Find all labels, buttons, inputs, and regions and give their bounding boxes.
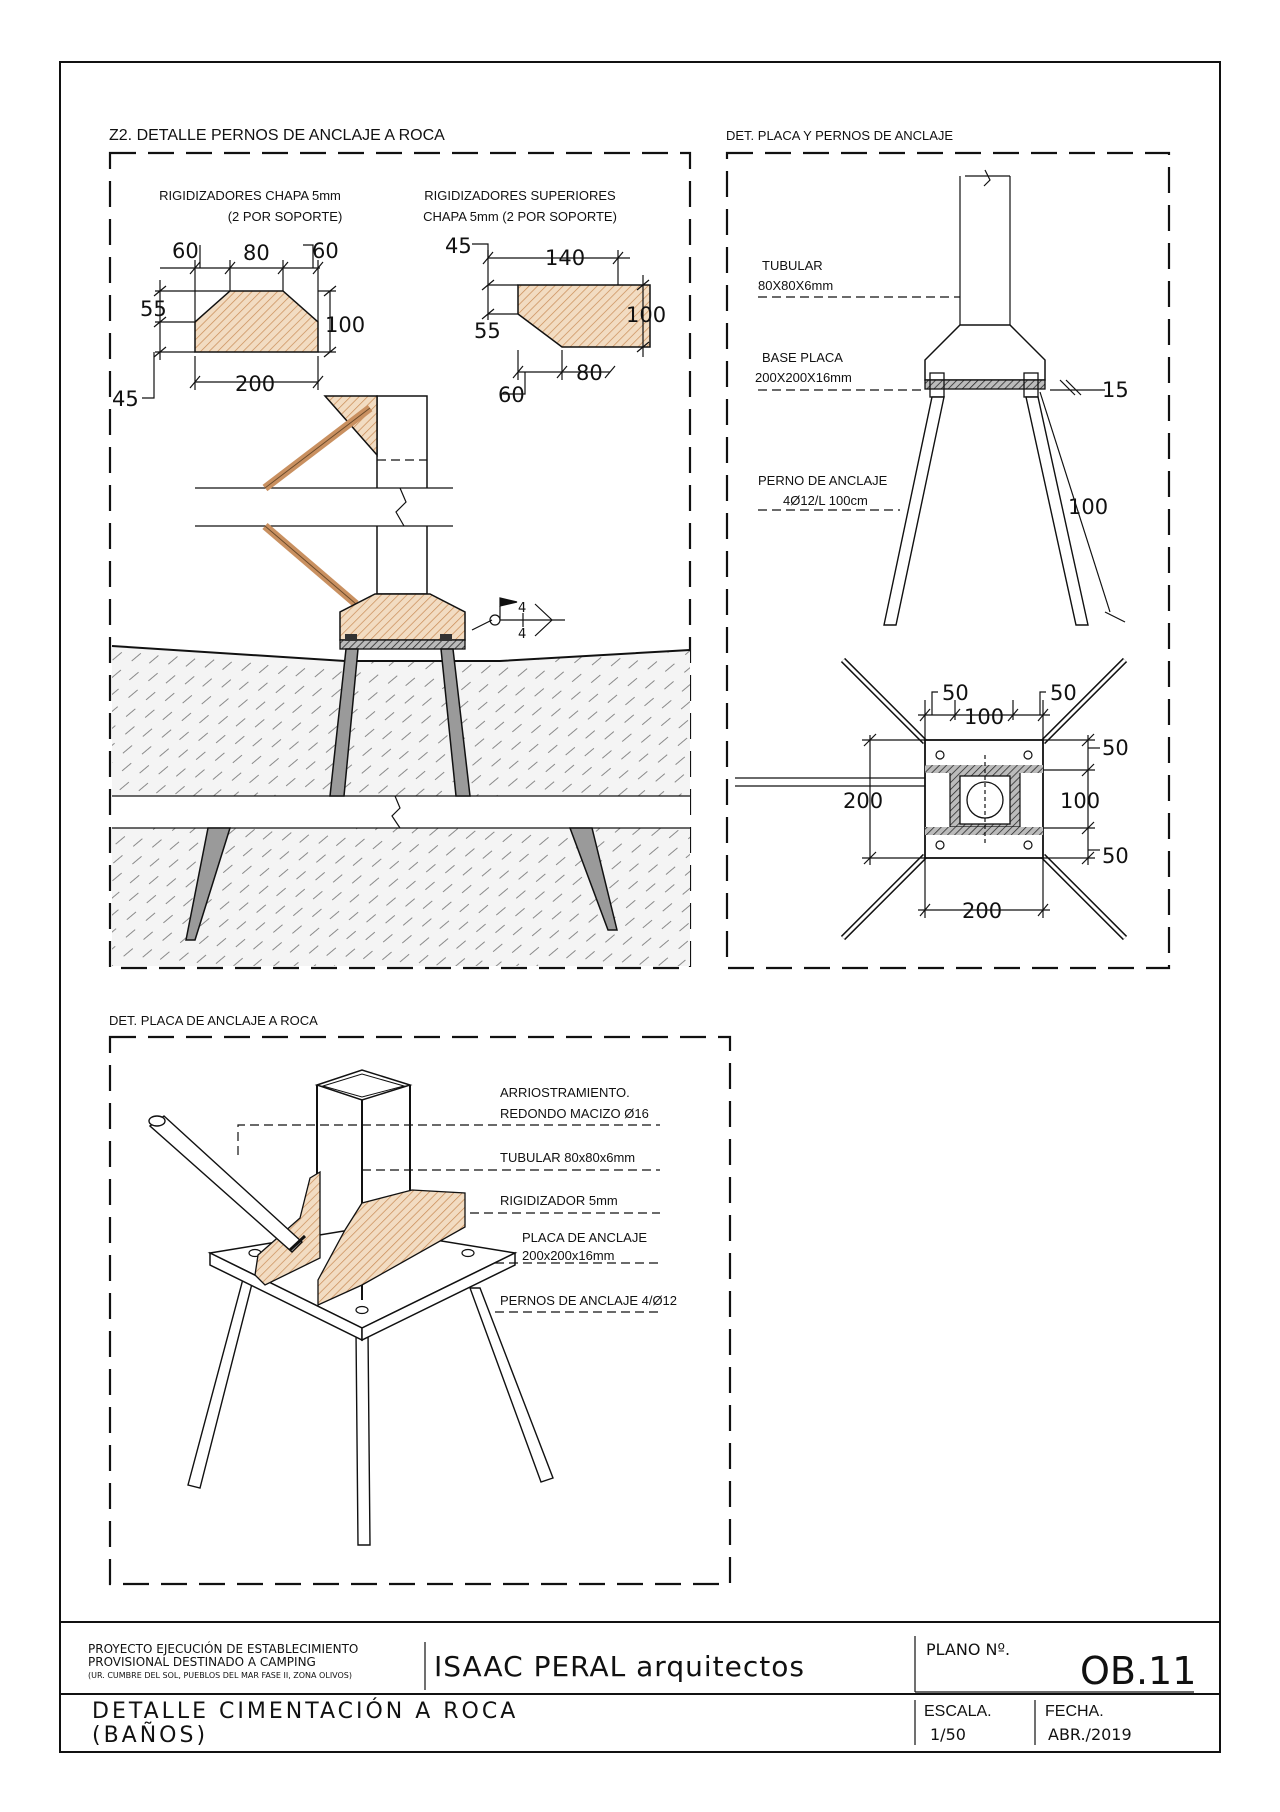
nut-left — [345, 634, 357, 641]
dim-left-c: 60 — [312, 239, 339, 263]
ground-line — [111, 645, 691, 662]
iso-frame — [108, 1035, 732, 1586]
z2-frame — [108, 151, 692, 970]
top-stiffener-label-1: RIGIDIZADORES SUPERIORES — [424, 188, 616, 203]
stiffener-dims-right — [472, 243, 650, 395]
bolt-left-lower — [185, 827, 232, 941]
scale-label: ESCALA. — [924, 1703, 992, 1720]
dim-plan-right-top: 50 — [1102, 736, 1129, 760]
iso-label-plate-1: PLACA DE ANCLAJE — [522, 1230, 647, 1245]
base-label-2: 200X200X16mm — [755, 370, 852, 385]
iso-leaders — [237, 1124, 660, 1313]
dim-plan-bottom: 200 — [962, 899, 1002, 923]
dim-left-h3: 45 — [112, 387, 139, 411]
tubular-label-1: TUBULAR — [762, 258, 823, 273]
dim-right-h1: 100 — [626, 303, 666, 327]
iso-leg-1 — [187, 1263, 258, 1489]
iso-title: DET. PLACA DE ANCLAJE A ROCA — [109, 1013, 318, 1028]
scale-value: 1/50 — [930, 1725, 966, 1744]
sheet-border — [59, 61, 1221, 1753]
tubular-label-2: 80X80X6mm — [758, 278, 833, 293]
weld-size-bottom: 4 — [518, 627, 526, 642]
iso-label-stiffener: RIGIDIZADOR 5mm — [500, 1193, 618, 1208]
bolt-right-upper — [440, 648, 471, 797]
stiffener-dims-left — [142, 244, 337, 399]
dim-plan-right-mid: 100 — [1060, 789, 1100, 813]
iso-leg-3 — [468, 1287, 554, 1483]
dim-left-w: 200 — [235, 372, 275, 396]
view-plate-and-bolts: DET. PLACA Y PERNOS DE ANCLAJE TUBULAR 8… — [725, 128, 1171, 970]
iso-leg-2 — [355, 1331, 371, 1546]
dim-plan-top-right: 50 — [1050, 681, 1077, 705]
dim-right-b: 140 — [545, 246, 585, 270]
base-plate-elevation — [924, 379, 1046, 390]
project-line-1: PROYECTO EJECUCIÓN DE ESTABLECIMIENTO — [88, 1641, 358, 1656]
dim-left-h1: 55 — [140, 297, 167, 321]
base-label-1: BASE PLACA — [762, 350, 843, 365]
weld-symbol — [471, 597, 565, 637]
dim-plan-top-mid: 100 — [964, 705, 1004, 729]
dim-right-c: 60 — [498, 383, 525, 407]
dim-left-a: 60 — [172, 239, 199, 263]
date-label: FECHA. — [1045, 1703, 1104, 1720]
plano-value: OB.11 — [1080, 1649, 1196, 1693]
drawing-title-1: DETALLE CIMENTACIÓN A ROCA — [92, 1698, 518, 1724]
project-line-3: (UR. CUMBRE DEL SOL, PUEBLOS DEL MAR FAS… — [88, 1671, 352, 1680]
plano-label: PLANO Nº. — [926, 1640, 1010, 1659]
top-stiffener-label-2: CHAPA 5mm (2 POR SOPORTE) — [423, 209, 617, 224]
dim-plan-right-bot: 50 — [1102, 844, 1129, 868]
view-z2-anchor-bolts: Z2. DETALLE PERNOS DE ANCLAJE A ROCA RIG… — [108, 127, 692, 970]
bolt-label-1: PERNO DE ANCLAJE — [758, 473, 888, 488]
plate-title: DET. PLACA Y PERNOS DE ANCLAJE — [726, 128, 953, 143]
iso-label-tubular: TUBULAR 80x80x6mm — [500, 1150, 635, 1165]
iso-label-brace-1: ARRIOSTRAMIENTO. — [500, 1085, 630, 1100]
weld-size-top: 4 — [518, 601, 526, 616]
dim-right-h2: 55 — [474, 319, 501, 343]
rock-break-band — [112, 796, 690, 828]
bolt-left-upper — [329, 648, 359, 797]
stiffener-shape-left — [194, 290, 319, 353]
project-line-2: PROVISIONAL DESTINADO A CAMPING — [88, 1655, 316, 1669]
z2-title: Z2. DETALLE PERNOS DE ANCLAJE A ROCA — [109, 127, 445, 144]
nut-right — [440, 634, 452, 641]
dim-left-b: 80 — [243, 241, 270, 265]
bolt-elevation-left — [883, 396, 945, 626]
base-stiffener-section — [339, 593, 466, 641]
plate-plan-dims — [862, 691, 1100, 918]
stiffener-label-2: (2 POR SOPORTE) — [228, 209, 343, 224]
iso-label-plate-2: 200x200x16mm — [522, 1248, 615, 1263]
iso-stiffener-left — [254, 1170, 321, 1286]
dim-plate-thickness: 15 — [1102, 378, 1129, 402]
date-value: ABR./2019 — [1048, 1725, 1132, 1744]
plate-frame — [725, 151, 1171, 970]
iso-stiffener-front — [317, 1189, 466, 1307]
iso-label-bolts: PERNOS DE ANCLAJE 4/Ø12 — [500, 1293, 677, 1308]
bolt-elevation-right — [1025, 396, 1089, 626]
dim-plan-left: 200 — [843, 789, 883, 813]
dim-bolt-length: 100 — [1068, 495, 1108, 519]
bolt-right-lower — [568, 827, 618, 931]
stiffener-shape-right — [517, 284, 651, 348]
plate-plan — [735, 657, 1128, 941]
dim-right-a: 45 — [445, 234, 472, 258]
dim-left-h2: 100 — [325, 313, 365, 337]
dim-right-d: 80 — [576, 361, 603, 385]
column-break-band — [195, 488, 453, 526]
view-iso-anchor-plate: DET. PLACA DE ANCLAJE A ROCA — [108, 1013, 732, 1586]
architect-name: ISAAC PERAL arquitectos — [434, 1650, 805, 1683]
drawing-title-2: (BAÑOS) — [92, 1721, 208, 1748]
dim-plan-top-left: 50 — [942, 681, 969, 705]
base-stiffener-elevation — [924, 324, 1046, 381]
iso-brace-rod — [148, 1115, 304, 1253]
iso-label-brace-2: REDONDO MACIZO Ø16 — [500, 1106, 649, 1121]
title-block: PROYECTO EJECUCIÓN DE ESTABLECIMIENTO PR… — [60, 1621, 1220, 1748]
base-plate-section — [339, 639, 466, 650]
stiffener-label-1: RIGIDIZADORES CHAPA 5mm — [159, 188, 341, 203]
bolt-label-2: 4Ø12/L 100cm — [783, 493, 868, 508]
